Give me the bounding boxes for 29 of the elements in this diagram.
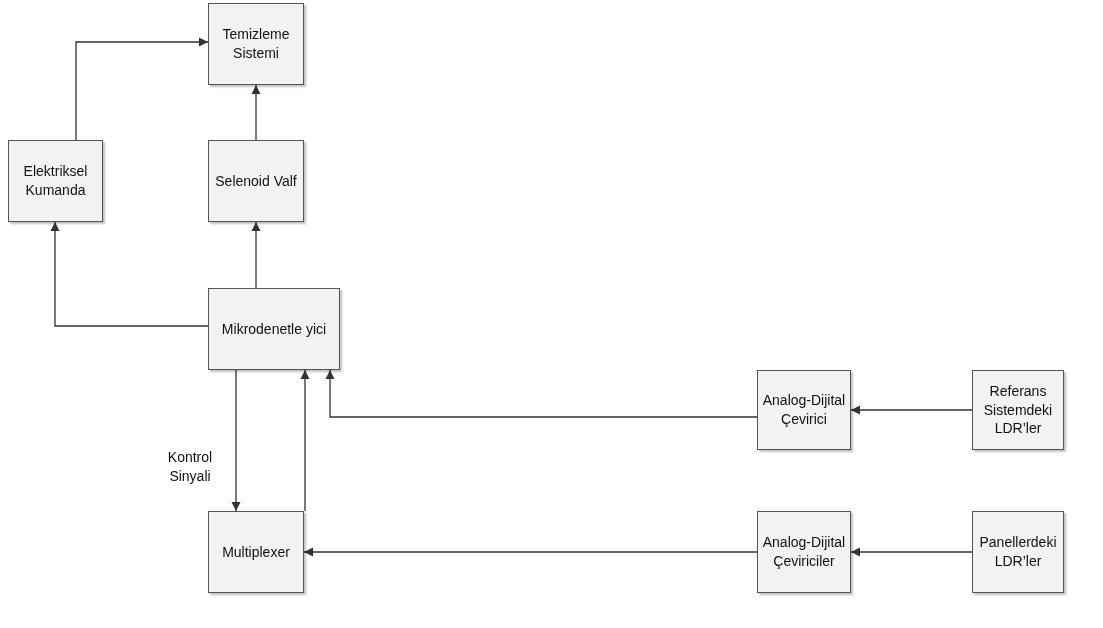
process-box <box>208 3 304 85</box>
process-box <box>8 140 103 222</box>
arrow <box>850 405 973 415</box>
process-box <box>757 511 851 593</box>
process-box <box>757 370 851 450</box>
arrow <box>251 221 261 289</box>
arrow <box>50 221 209 327</box>
box-label: Selenoid Valf <box>215 171 297 191</box>
process-box <box>208 140 304 222</box>
arrow <box>850 547 973 557</box>
arrow <box>251 84 261 141</box>
box-label: Mikrodenetle yici <box>221 319 327 339</box>
box-label: Multiplexer <box>222 542 290 562</box>
process-box <box>208 288 340 370</box>
process-box <box>972 511 1064 593</box>
box-label: Elektriksel Kumanda <box>22 162 89 200</box>
arrow <box>325 369 758 418</box>
process-box <box>972 370 1064 450</box>
arrow <box>303 547 758 557</box>
arrow <box>75 37 209 141</box>
box-label: Analog-Dijital Çevirici <box>761 391 847 429</box>
box-label: Panellerdeki LDR’ler <box>978 533 1058 571</box>
arrow <box>231 369 241 512</box>
box-label: Referans Sistemdeki LDR’ler <box>982 381 1054 439</box>
process-box <box>208 511 304 593</box>
box-label: Analog-Dijital Çeviriciler <box>761 533 847 571</box>
edge-label: Kontrol Sinyali <box>166 448 214 486</box>
arrow <box>300 369 310 512</box>
box-label: Temizleme Sistemi <box>221 25 291 63</box>
